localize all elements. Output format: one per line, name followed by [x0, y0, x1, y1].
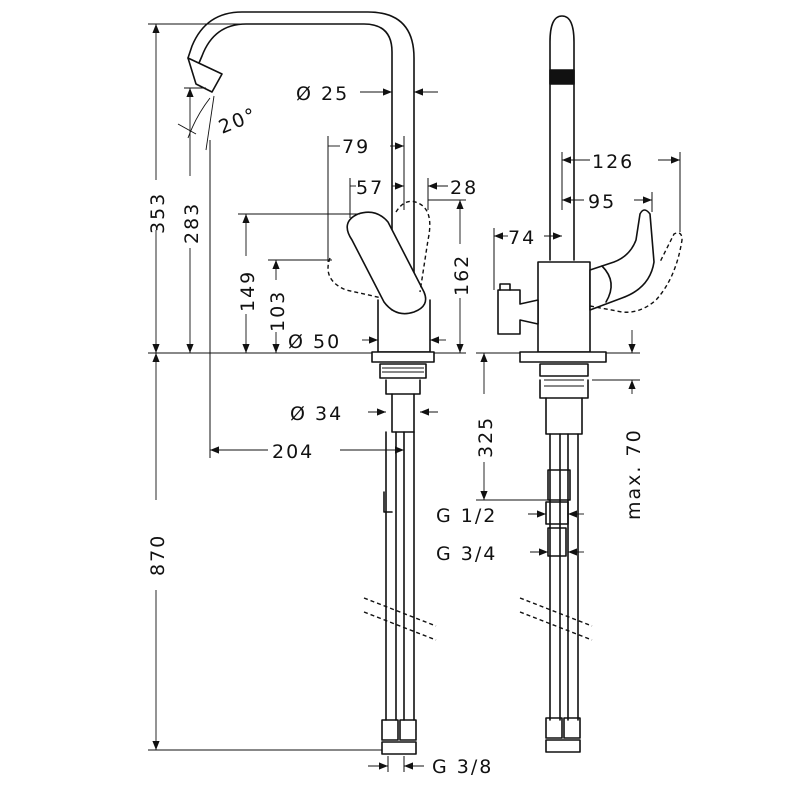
dim-d74: 74	[508, 227, 536, 249]
front-break-line	[519, 597, 593, 641]
dim-h870: 870	[147, 534, 169, 576]
dim-d25: Ø 25	[296, 83, 349, 105]
dim-max70: max. 70	[623, 428, 645, 520]
front-base-plate	[519, 351, 607, 363]
front-knob	[497, 289, 539, 335]
dim-h149: 149	[237, 270, 259, 312]
dim-d50: Ø 50	[288, 331, 341, 353]
hose-fitting-right	[399, 719, 417, 741]
front-body	[537, 261, 591, 353]
mounting-shank	[385, 379, 421, 395]
side-view: Ø 25 20° 79 57 28 353 283	[147, 11, 493, 778]
front-spout	[549, 15, 575, 261]
dim-d204: 204	[272, 441, 314, 463]
dim-d57: 57	[356, 177, 384, 199]
dim-h325: 325	[475, 416, 497, 458]
front-lever	[589, 209, 655, 311]
front-view: 126 95 74 325 max. 70 G 1/2 G 3/4	[436, 15, 683, 753]
dim-d28: 28	[450, 177, 478, 199]
dim-g12: G 1/2	[436, 505, 497, 527]
front-lever-alt	[589, 232, 683, 313]
dim-h283: 283	[181, 202, 203, 244]
dim-h103: 103	[267, 290, 289, 332]
hose-left	[385, 431, 397, 721]
dim-d34: Ø 34	[290, 403, 343, 425]
dim-g38: G 3/8	[432, 756, 493, 778]
spout-inner	[187, 11, 415, 311]
dim-d79: 79	[342, 136, 370, 158]
dim-angle20: 20°	[216, 103, 261, 138]
spout-outer	[195, 23, 393, 311]
hose-right	[403, 431, 415, 721]
aerator	[187, 57, 223, 93]
break-line	[363, 597, 437, 641]
front-hose	[549, 433, 579, 721]
lever-alt-position	[327, 257, 383, 299]
hose-fitting-left	[381, 719, 399, 741]
dim-h353: 353	[147, 192, 169, 234]
dim-g34: G 3/4	[436, 543, 497, 565]
dim-d95: 95	[588, 191, 616, 213]
lever-handle	[346, 211, 427, 315]
dim-h162: 162	[451, 254, 473, 296]
dim-d126: 126	[592, 151, 634, 173]
base-plate	[371, 351, 435, 363]
